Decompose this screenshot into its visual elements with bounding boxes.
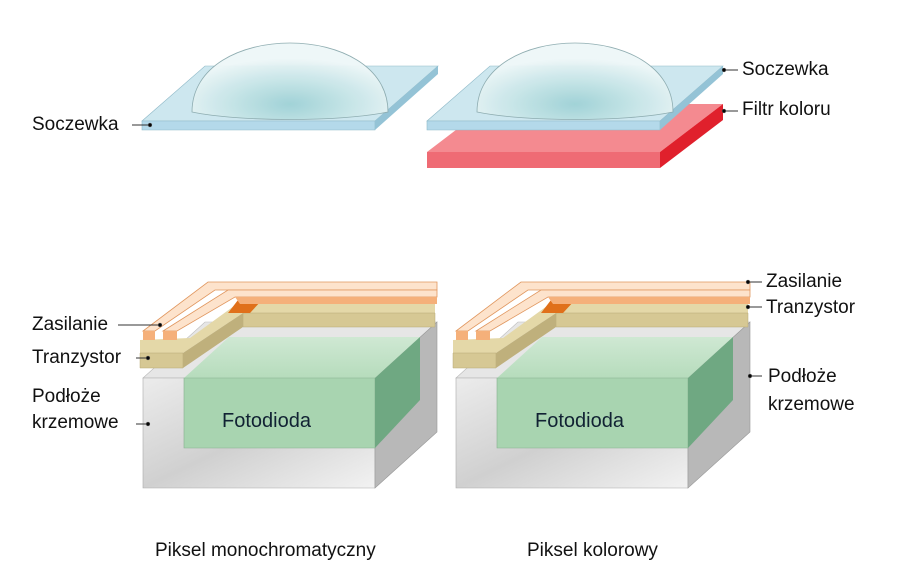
caption-color: Piksel kolorowy <box>527 540 658 561</box>
substrate-label-left-2: krzemowe <box>32 412 119 433</box>
transistor-label-right: Tranzystor <box>766 297 856 318</box>
transistor-label-left: Tranzystor <box>32 347 122 368</box>
lens-mono <box>141 42 439 131</box>
color-filter-label: Filtr koloru <box>742 99 831 120</box>
power-label-left: Zasilanie <box>32 314 109 335</box>
substrate-label-left-1: Podłoże <box>32 386 101 407</box>
caption-mono: Piksel monochromatyczny <box>155 540 376 561</box>
substrate-label-right-1: Podłoże <box>768 366 837 387</box>
photodiode-label-mono: Fotodioda <box>222 410 311 432</box>
lens-label-right: Soczewka <box>742 59 829 80</box>
leader-lines <box>118 67 762 427</box>
lens-label-left: Soczewka <box>32 114 119 135</box>
power-label-right: Zasilanie <box>766 271 843 292</box>
photodiode-label-color: Fotodioda <box>535 410 624 432</box>
substrate-label-right-2: krzemowe <box>768 394 855 415</box>
pixel-color <box>452 281 751 489</box>
pixel-mono <box>139 281 438 489</box>
lens-color <box>426 42 724 168</box>
